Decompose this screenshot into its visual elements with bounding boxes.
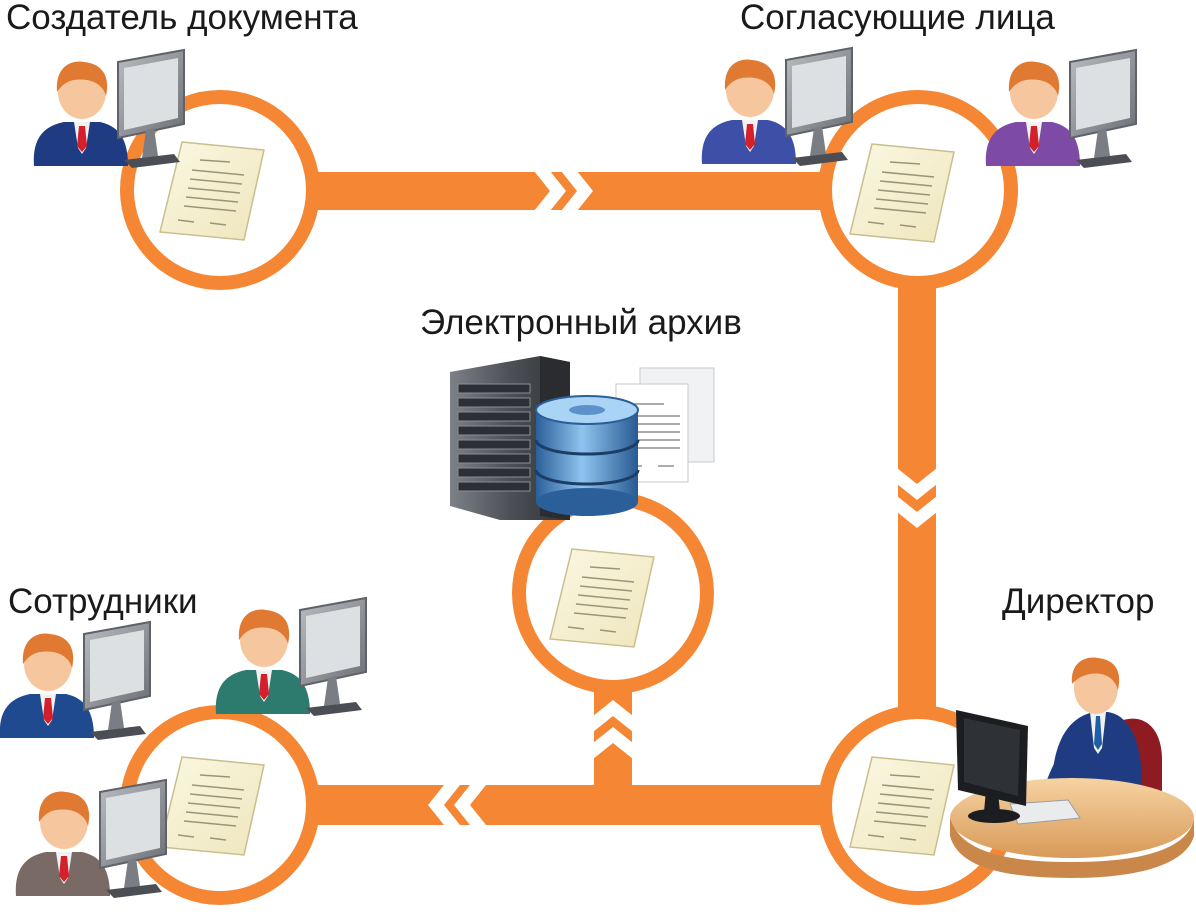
person-at-computer-icon	[214, 597, 367, 717]
connector-approvers-director	[898, 270, 936, 730]
approvers-label: Согласующие лица	[740, 0, 1055, 37]
director-label: Директор	[1002, 582, 1155, 621]
staff-label: Сотрудники	[8, 582, 198, 621]
database-icon	[534, 395, 640, 516]
archive-label: Электронный архив	[420, 303, 742, 342]
connector-director-staff	[300, 785, 840, 825]
creator-label: Создатель документа	[6, 0, 358, 37]
director-at-desk-icon	[950, 657, 1194, 878]
person-at-computer-icon	[984, 49, 1137, 169]
person-at-computer-icon	[14, 779, 167, 899]
person-at-computer-icon	[0, 621, 151, 741]
